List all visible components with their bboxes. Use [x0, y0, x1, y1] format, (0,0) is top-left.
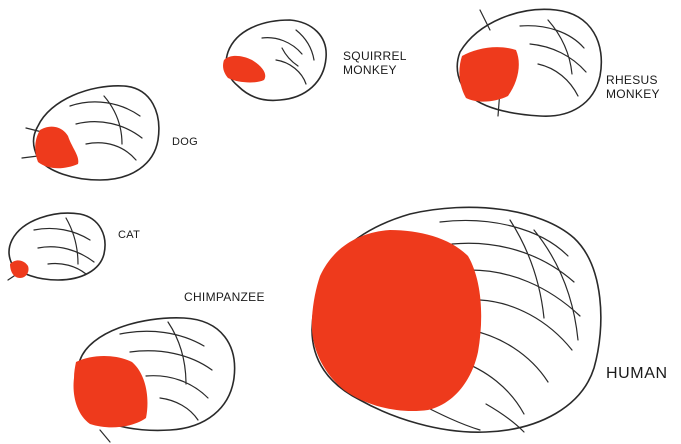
- rhesus-monkey-label: RHESUS MONKEY: [606, 74, 660, 102]
- squirrel-monkey-brain: [223, 20, 326, 100]
- chimpanzee-prefrontal-region: [74, 356, 148, 427]
- chimpanzee-label: CHIMPANZEE: [184, 291, 265, 305]
- rhesus-monkey-brain: [457, 9, 601, 116]
- cat-label: CAT: [118, 229, 140, 242]
- human-brain: [312, 207, 601, 432]
- dog-brain: [22, 86, 159, 180]
- human-label: HUMAN: [606, 365, 668, 383]
- dog-label: DOG: [172, 136, 198, 149]
- chimpanzee-brain: [74, 318, 235, 442]
- squirrel-monkey-label: SQUIRREL MONKEY: [343, 50, 407, 78]
- cat-brain: [8, 213, 105, 280]
